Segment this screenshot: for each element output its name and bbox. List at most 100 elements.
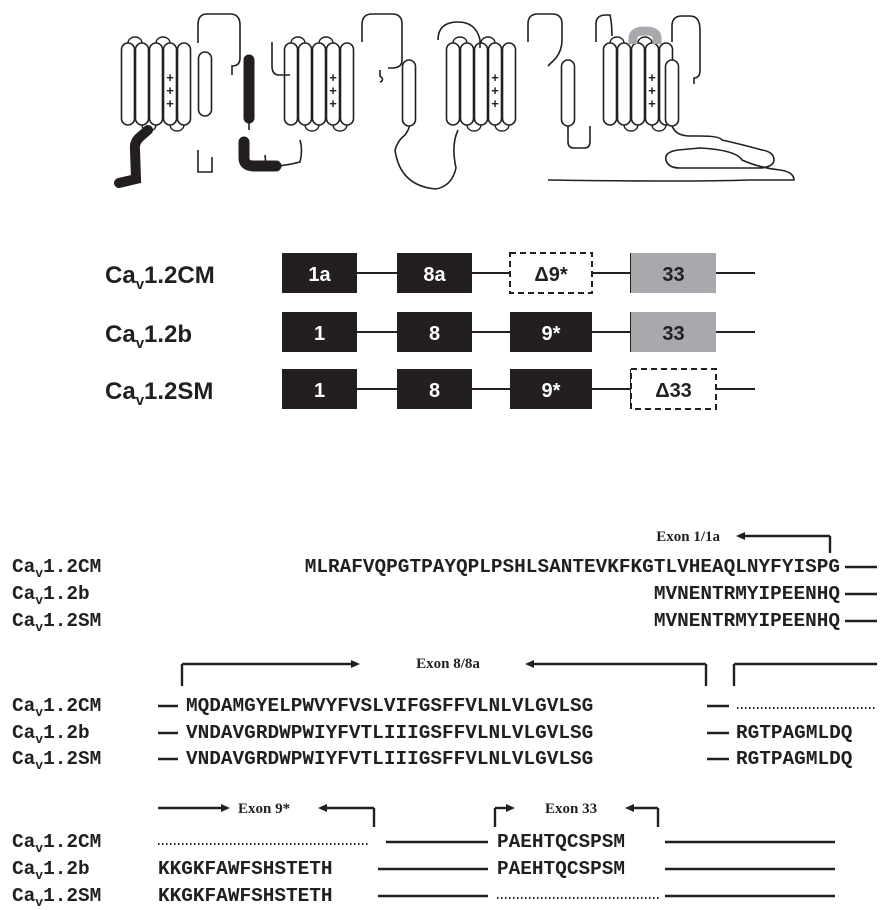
arrow-head bbox=[736, 532, 745, 540]
helix-connector bbox=[467, 125, 481, 131]
label-base: Ca bbox=[12, 858, 36, 880]
helix-connector bbox=[453, 37, 467, 43]
label-suffix: 1.2SM bbox=[43, 748, 101, 770]
helix-connector bbox=[170, 125, 184, 131]
helix-connector bbox=[624, 125, 638, 131]
label-suffix: 1.2SM bbox=[43, 610, 101, 632]
alignment-isoform-label: Cav1.2SM bbox=[12, 748, 101, 773]
exon-label: Δ33 bbox=[655, 380, 692, 402]
label-suffix: 1.2b bbox=[43, 858, 90, 880]
pore-helix-1 bbox=[199, 52, 212, 116]
helix-connector bbox=[291, 37, 305, 43]
helix-connector bbox=[652, 125, 666, 131]
arrow-head bbox=[351, 660, 360, 668]
label-base: Ca bbox=[105, 262, 136, 289]
alignment-isoform-label: Cav1.2SM bbox=[12, 610, 101, 635]
exon-label: 9* bbox=[542, 380, 561, 402]
exon-label: 1 bbox=[314, 323, 325, 345]
helix-connector bbox=[481, 37, 495, 43]
helix-s3 bbox=[475, 43, 488, 125]
exon-header: Exon 1/1a bbox=[656, 529, 720, 545]
sequence-text: KKGKFAWFSHSTETH bbox=[158, 885, 333, 907]
sequence-text: PAEHTQCSPSM bbox=[497, 858, 625, 880]
helix-s1 bbox=[285, 43, 298, 125]
alignment-isoform-label: Cav1.2CM bbox=[12, 695, 101, 720]
c-terminus bbox=[548, 126, 794, 181]
helix-connector bbox=[128, 37, 142, 43]
helix-s2 bbox=[618, 43, 631, 125]
helix-connector bbox=[319, 37, 333, 43]
channel-topology: +++ +++ +++ +++ bbox=[119, 14, 794, 189]
label-base: Ca bbox=[12, 583, 36, 605]
label-suffix: 1.2CM bbox=[43, 831, 101, 853]
isoform-label: Cav1.2CM bbox=[105, 262, 215, 293]
label-suffix: 1.2CM bbox=[43, 556, 101, 578]
arrow-head bbox=[525, 660, 534, 668]
alignment-block-2: Exon 8/8aCav1.2CMMQDAMGYELPWVYFVSLVIFGSF… bbox=[12, 656, 877, 773]
label-base: Ca bbox=[12, 556, 36, 578]
domain-3: +++ bbox=[447, 37, 516, 131]
sequence-text: KKGKFAWFSHSTETH bbox=[158, 858, 333, 880]
alignment-block-3: Exon 9*Exon 33Cav1.2CMPAEHTQCSPSMCav1.2b… bbox=[12, 801, 835, 910]
label-base: Ca bbox=[12, 885, 36, 907]
label-subscript: v bbox=[35, 895, 43, 910]
alignment-isoform-label: Cav1.2b bbox=[12, 583, 90, 608]
exon-label: 1 bbox=[314, 380, 325, 402]
alignment-isoform-label: Cav1.2b bbox=[12, 722, 90, 747]
helix-s3 bbox=[313, 43, 326, 125]
extracellular-loop-3 bbox=[438, 22, 480, 48]
arrow-head bbox=[318, 804, 327, 812]
label-suffix: 1.2CM bbox=[144, 262, 215, 289]
helix-s5 bbox=[503, 43, 516, 125]
label-base: Ca bbox=[12, 610, 36, 632]
label-subscript: v bbox=[35, 758, 43, 773]
label-base: Ca bbox=[105, 321, 136, 348]
sequence-text: RGTPAGMLDQ bbox=[736, 722, 853, 744]
label-base: Ca bbox=[12, 831, 36, 853]
arrow-head bbox=[625, 804, 634, 812]
isoform-row: Cav1.2SM 1 8 9* Δ33 bbox=[105, 369, 755, 409]
helix-s3 bbox=[150, 43, 163, 125]
label-suffix: 1.2b bbox=[43, 722, 90, 744]
helix-connector bbox=[638, 37, 652, 43]
exon-header: Exon 8/8a bbox=[416, 656, 480, 672]
intracellular-loop-1-2 bbox=[198, 150, 212, 172]
domain-4: +++ bbox=[604, 37, 673, 131]
helix-s2 bbox=[299, 43, 312, 125]
exon-label: 9* bbox=[542, 323, 561, 345]
label-suffix: 1.2SM bbox=[144, 378, 213, 405]
helix-s5 bbox=[341, 43, 354, 125]
label-base: Ca bbox=[12, 748, 36, 770]
alignment-isoform-label: Cav1.2SM bbox=[12, 885, 101, 910]
exon-label: 8 bbox=[429, 380, 440, 402]
label-suffix: 1.2SM bbox=[43, 885, 101, 907]
helix-s5 bbox=[178, 43, 191, 125]
label-suffix: 1.2b bbox=[144, 321, 192, 348]
intracellular-loop-2-3 bbox=[395, 125, 458, 189]
sequence-text: RGTPAGMLDQ bbox=[736, 748, 853, 770]
label-base: Ca bbox=[105, 378, 136, 405]
label-subscript: v bbox=[35, 705, 43, 720]
pore-helix-3 bbox=[562, 60, 575, 126]
label-subscript: v bbox=[35, 841, 43, 856]
iq-loop bbox=[380, 70, 383, 82]
voltage-sensor-plus: + bbox=[166, 96, 174, 111]
black-intracellular-loop bbox=[244, 142, 276, 166]
extracellular-loop-2b bbox=[362, 14, 402, 68]
sequence-text: MQDAMGYELPWVYFVSLVIFGSFFVLNLVLGVLSG bbox=[186, 695, 593, 717]
exon-label: 8 bbox=[429, 323, 440, 345]
helix-s1 bbox=[122, 43, 135, 125]
sequence-text: VNDAVGRDWPWIYFVTLIIIGSFFVLNLVLGVLSG bbox=[186, 722, 593, 744]
helix-s2 bbox=[136, 43, 149, 125]
voltage-sensor-plus: + bbox=[329, 96, 337, 111]
exon-label: 33 bbox=[662, 264, 684, 286]
isoform-label: Cav1.2SM bbox=[105, 378, 213, 409]
extracellular-loop-3b bbox=[528, 14, 562, 66]
label-suffix: 1.2CM bbox=[43, 695, 101, 717]
label-subscript: v bbox=[35, 620, 43, 635]
alignment-isoform-label: Cav1.2b bbox=[12, 858, 90, 883]
exon-label: 33 bbox=[662, 323, 684, 345]
